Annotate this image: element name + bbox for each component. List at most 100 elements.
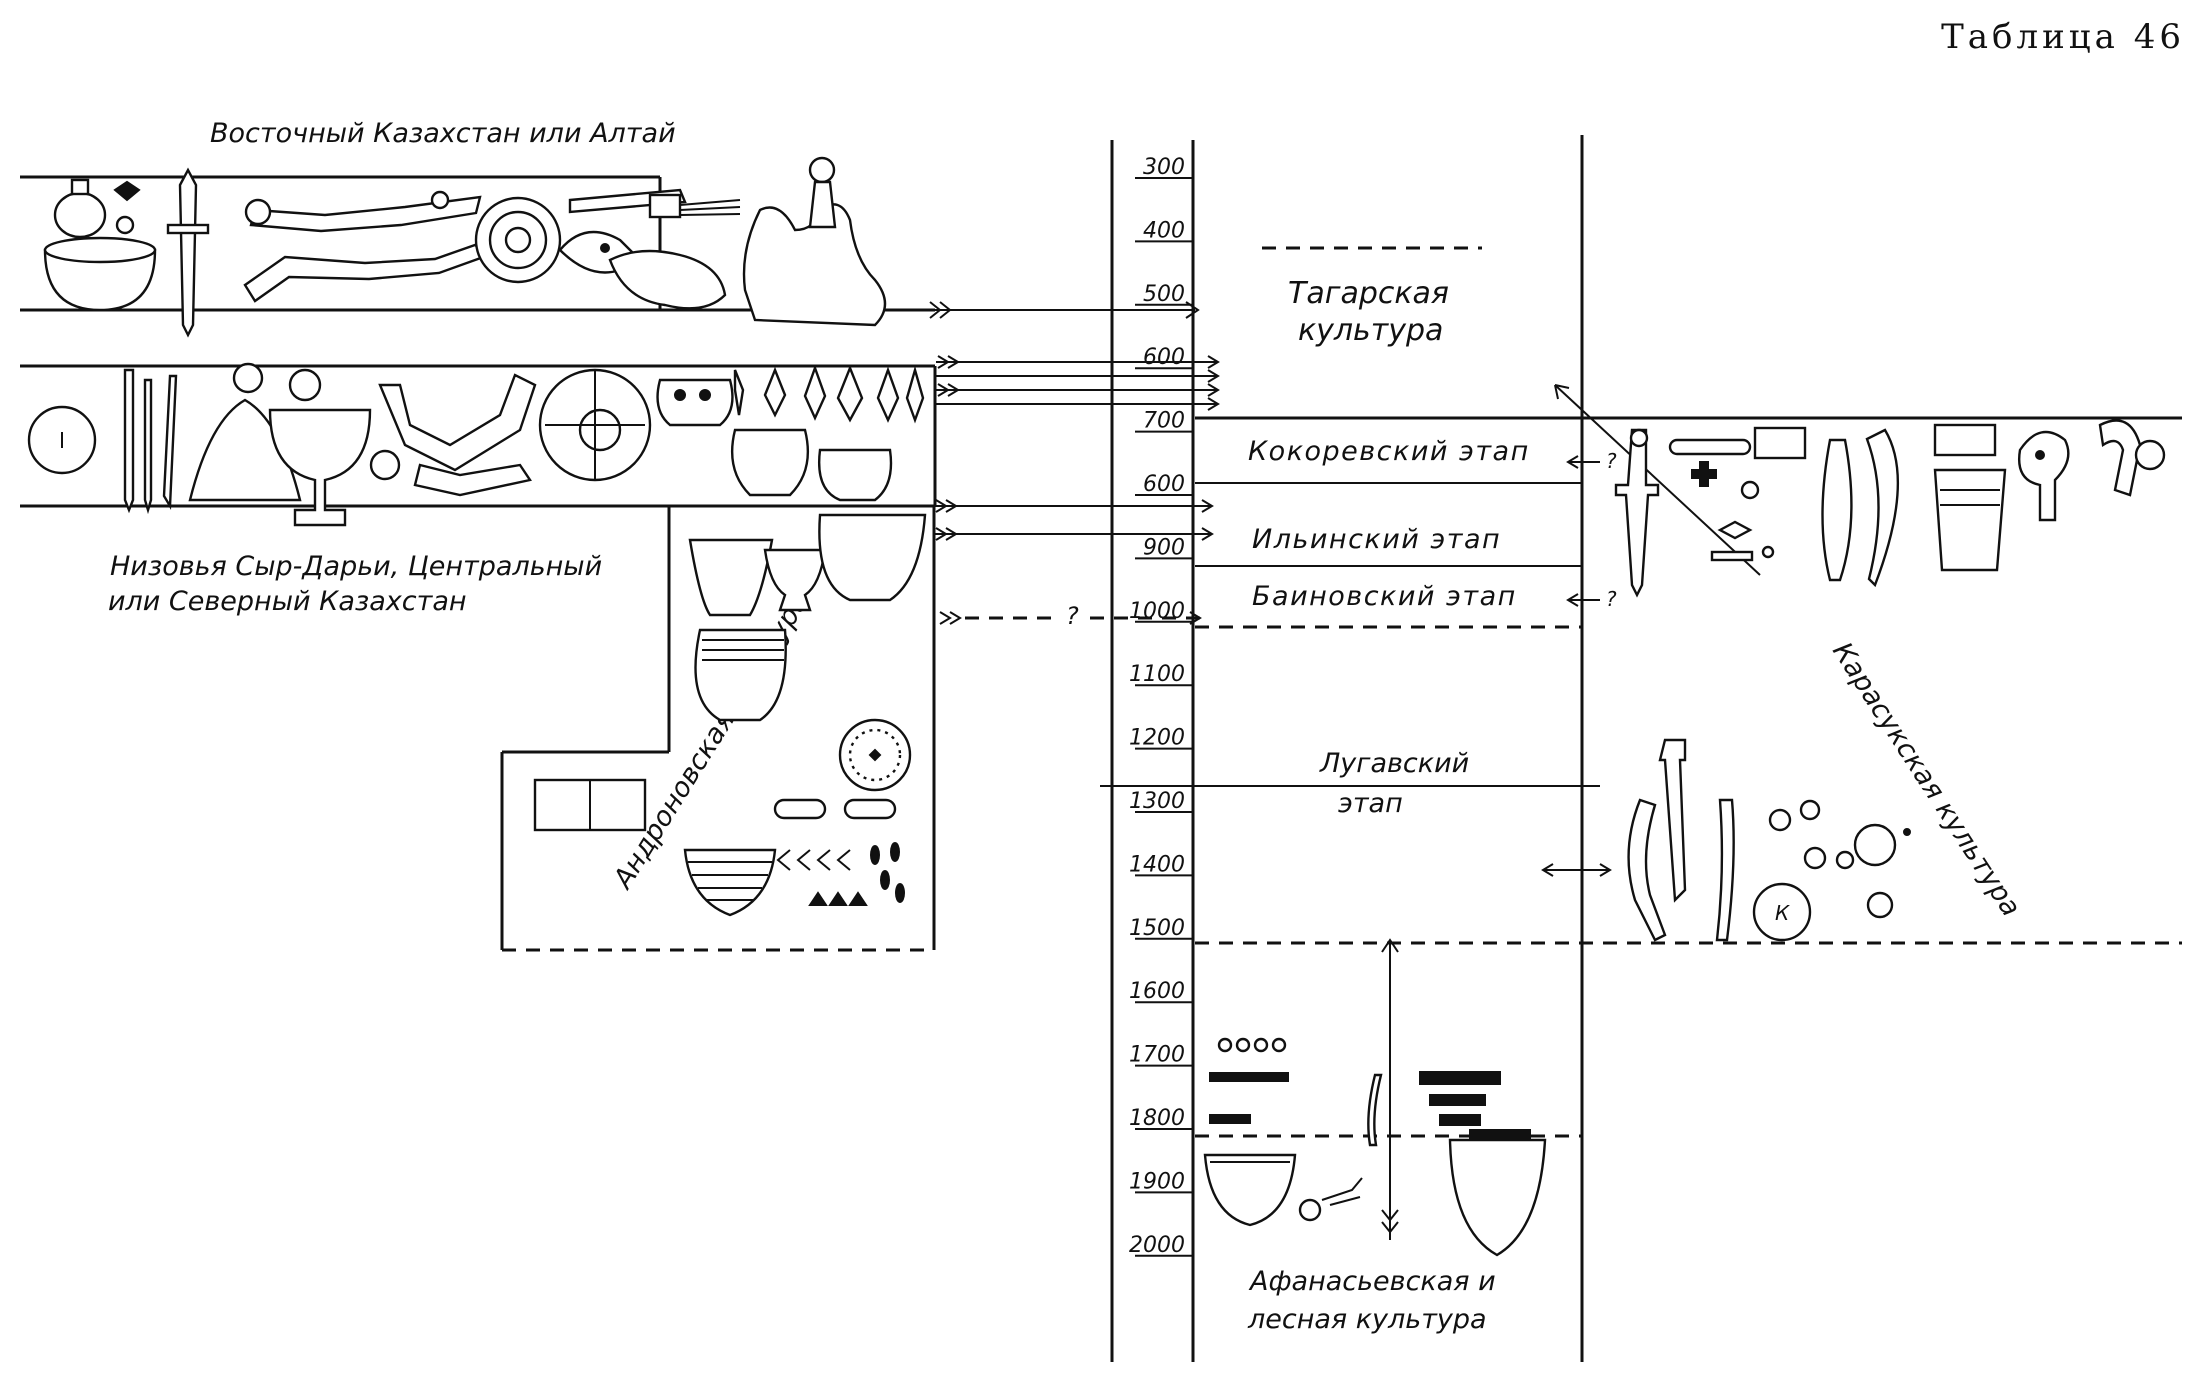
afanasievo-net-band-icon: [1419, 1071, 1501, 1126]
afanasievo-artifacts: [1203, 1037, 1547, 1257]
knife-icon: [568, 188, 741, 219]
tagar-culture-label-line1: Тагарская: [1288, 276, 1449, 311]
timeline-tick-label: 600: [1143, 472, 1185, 497]
timeline-tick-label: 500: [1143, 282, 1185, 307]
striped-bowl-icon: [683, 848, 777, 917]
arrows-600: [936, 355, 1220, 411]
kokorevo-stage-label: Кокоревский этап: [1248, 436, 1530, 467]
striped-pot-icon: [694, 628, 787, 722]
cauldron-icon: [43, 236, 157, 312]
syr-darya-artifacts: [27, 362, 925, 527]
timeline-tick-label: 1900: [1129, 1169, 1185, 1194]
timeline-tick-label: 700: [1143, 409, 1185, 434]
timeline-tick-label: 1100: [1129, 662, 1185, 687]
east-kazakhstan-artifacts: [43, 156, 887, 338]
karasuk-arrow-kokorevo: ?: [1566, 449, 1617, 473]
andronovo-box: [500, 506, 936, 952]
region-label-east-kazakhstan: Восточный Казахстан или Алтай: [210, 118, 676, 149]
timeline-tick-label: 1000: [1129, 599, 1185, 624]
region-label-syr-darya-line2: или Северный Казахстан: [108, 586, 467, 617]
timeline-tick-label: 400: [1143, 218, 1185, 243]
karasuk-pendants-icon: [1768, 799, 1855, 870]
dotted-disc-icon: [838, 718, 912, 792]
timeline-tick-label: 1200: [1129, 726, 1185, 751]
karasuk-ring-icon: [1853, 823, 1911, 867]
karasuk-ram-head-icon: [2018, 430, 2070, 522]
timeline-tick-label: 600: [1143, 345, 1185, 370]
page-title: Таблица 46: [1941, 17, 2185, 57]
afanasievo-big-pot-icon: [1448, 1129, 1547, 1257]
square-frame-icon: [533, 778, 647, 832]
bridle-bit-icon-upper: [244, 190, 482, 233]
afanasievo-beads-icon: [1217, 1037, 1287, 1053]
karasuk-hook-icon: [2098, 419, 2166, 497]
jug-icon: [53, 178, 107, 239]
wheel-plaque-icon: [538, 368, 652, 482]
mirror-icon: [113, 180, 141, 235]
region-label-syr-darya-line1: Низовья Сыр-Дарьи, Центральный: [110, 551, 602, 582]
timeline-tick-label: 300: [1143, 155, 1185, 180]
coil-beads-icon: [773, 798, 897, 820]
timeline-tick-label: 1700: [1129, 1043, 1185, 1068]
afanasievo-pointed-pot-icon: [1203, 1153, 1297, 1227]
uncertain-link-question-mark: ?: [1066, 602, 1079, 630]
timeline-tick-label: 900: [1143, 535, 1185, 560]
karasuk-dagger-icon: [1614, 428, 1660, 598]
andronovo-artifacts: [533, 513, 927, 917]
karasuk-knife-lower-2-icon: [1658, 738, 1687, 903]
timeline-tick-label: 2000: [1129, 1233, 1185, 1258]
karasuk-knife-lower-1-icon: [1627, 798, 1667, 942]
tall-vessel-icon: [688, 538, 774, 617]
karasuk-diagonal-arrow: [1554, 384, 1761, 576]
karasuk-artifacts: К: [1614, 419, 2166, 942]
arrow-ilinsky: [934, 527, 1214, 541]
timeline-tick-label: 1300: [1129, 789, 1185, 814]
arrow-bainovsky-uncertain: ?: [939, 602, 1202, 630]
bridle-bit-icon-lower: [243, 243, 492, 303]
karasuk-curved-knife-1-icon: [1821, 438, 1853, 582]
timeline-ticks: 300 400 500 600 700 600 900 1000 1100 1200 1300 140…: [1129, 155, 1193, 1258]
arrow-kokorevo: [934, 499, 1214, 513]
bowl-vessel-icon: [818, 513, 927, 602]
arrow-500: [929, 301, 1200, 319]
coiled-animal-plaque-icon: [474, 196, 562, 284]
afanasievo-upward-arrow: [1381, 938, 1399, 1240]
karasuk-ornamented-pendant-icon: [1933, 423, 2007, 572]
boar-plaque-icon: [608, 249, 727, 310]
karasuk-knife-lower-3-icon: [1715, 798, 1735, 942]
two-pots-icon: [731, 428, 893, 502]
karasuk-arrow-bainovsky: ?: [1566, 587, 1617, 611]
bainovsky-stage-label: Баиновский этап: [1252, 581, 1517, 612]
karasuk-cross-pendant-icon: [1691, 461, 1760, 500]
afanasievo-comb-icon: [1298, 1177, 1363, 1222]
small-goblet-icon: [763, 548, 827, 612]
timeline-tick-label: 1500: [1129, 916, 1185, 941]
afanasievo-culture-label-line1: Афанасьевская и: [1248, 1266, 1496, 1297]
arrowhead-row-icon: [733, 364, 925, 424]
karasuk-spindle-icon: [1710, 520, 1775, 562]
drop-pendants-icon: [870, 842, 905, 903]
tagar-culture-label-line2: культура: [1298, 313, 1443, 348]
afanasievo-bead-bar-2-icon: [1209, 1114, 1251, 1124]
bell-figure-icon: [188, 362, 302, 502]
karasuk-k-disc-icon: К: [1752, 882, 1812, 942]
afanasievo-bone-tool-icon: [1367, 1073, 1383, 1147]
syr-darya-box: [20, 364, 937, 508]
camel-rider-icon: [742, 156, 887, 327]
timeline-tick-label: 1400: [1129, 852, 1185, 877]
kokorevo-question-mark: ?: [1606, 449, 1617, 473]
karasuk-whetstone-icon: [1668, 426, 1807, 460]
karasuk-curved-knife-2-icon: [1865, 428, 1899, 588]
bainovsky-question-mark: ?: [1606, 587, 1617, 611]
lugavsky-stage-label-line2: этап: [1338, 788, 1403, 819]
dagger-icon-pair: [123, 368, 178, 515]
karasuk-culture-label: Карасукская культура: [1826, 637, 2026, 922]
afanasievo-culture-label-line2: лесная культура: [1247, 1304, 1487, 1335]
lugavsky-stage-label-line1: Лугавский: [1319, 748, 1469, 779]
karasuk-arrow-lugavsky: [1541, 863, 1612, 877]
afanasievo-bead-bar-1-icon: [1209, 1072, 1289, 1082]
timeline-tick-label: 1800: [1129, 1106, 1185, 1131]
k-disc-letter: К: [1775, 901, 1790, 925]
small-pot-icon: [656, 378, 734, 427]
